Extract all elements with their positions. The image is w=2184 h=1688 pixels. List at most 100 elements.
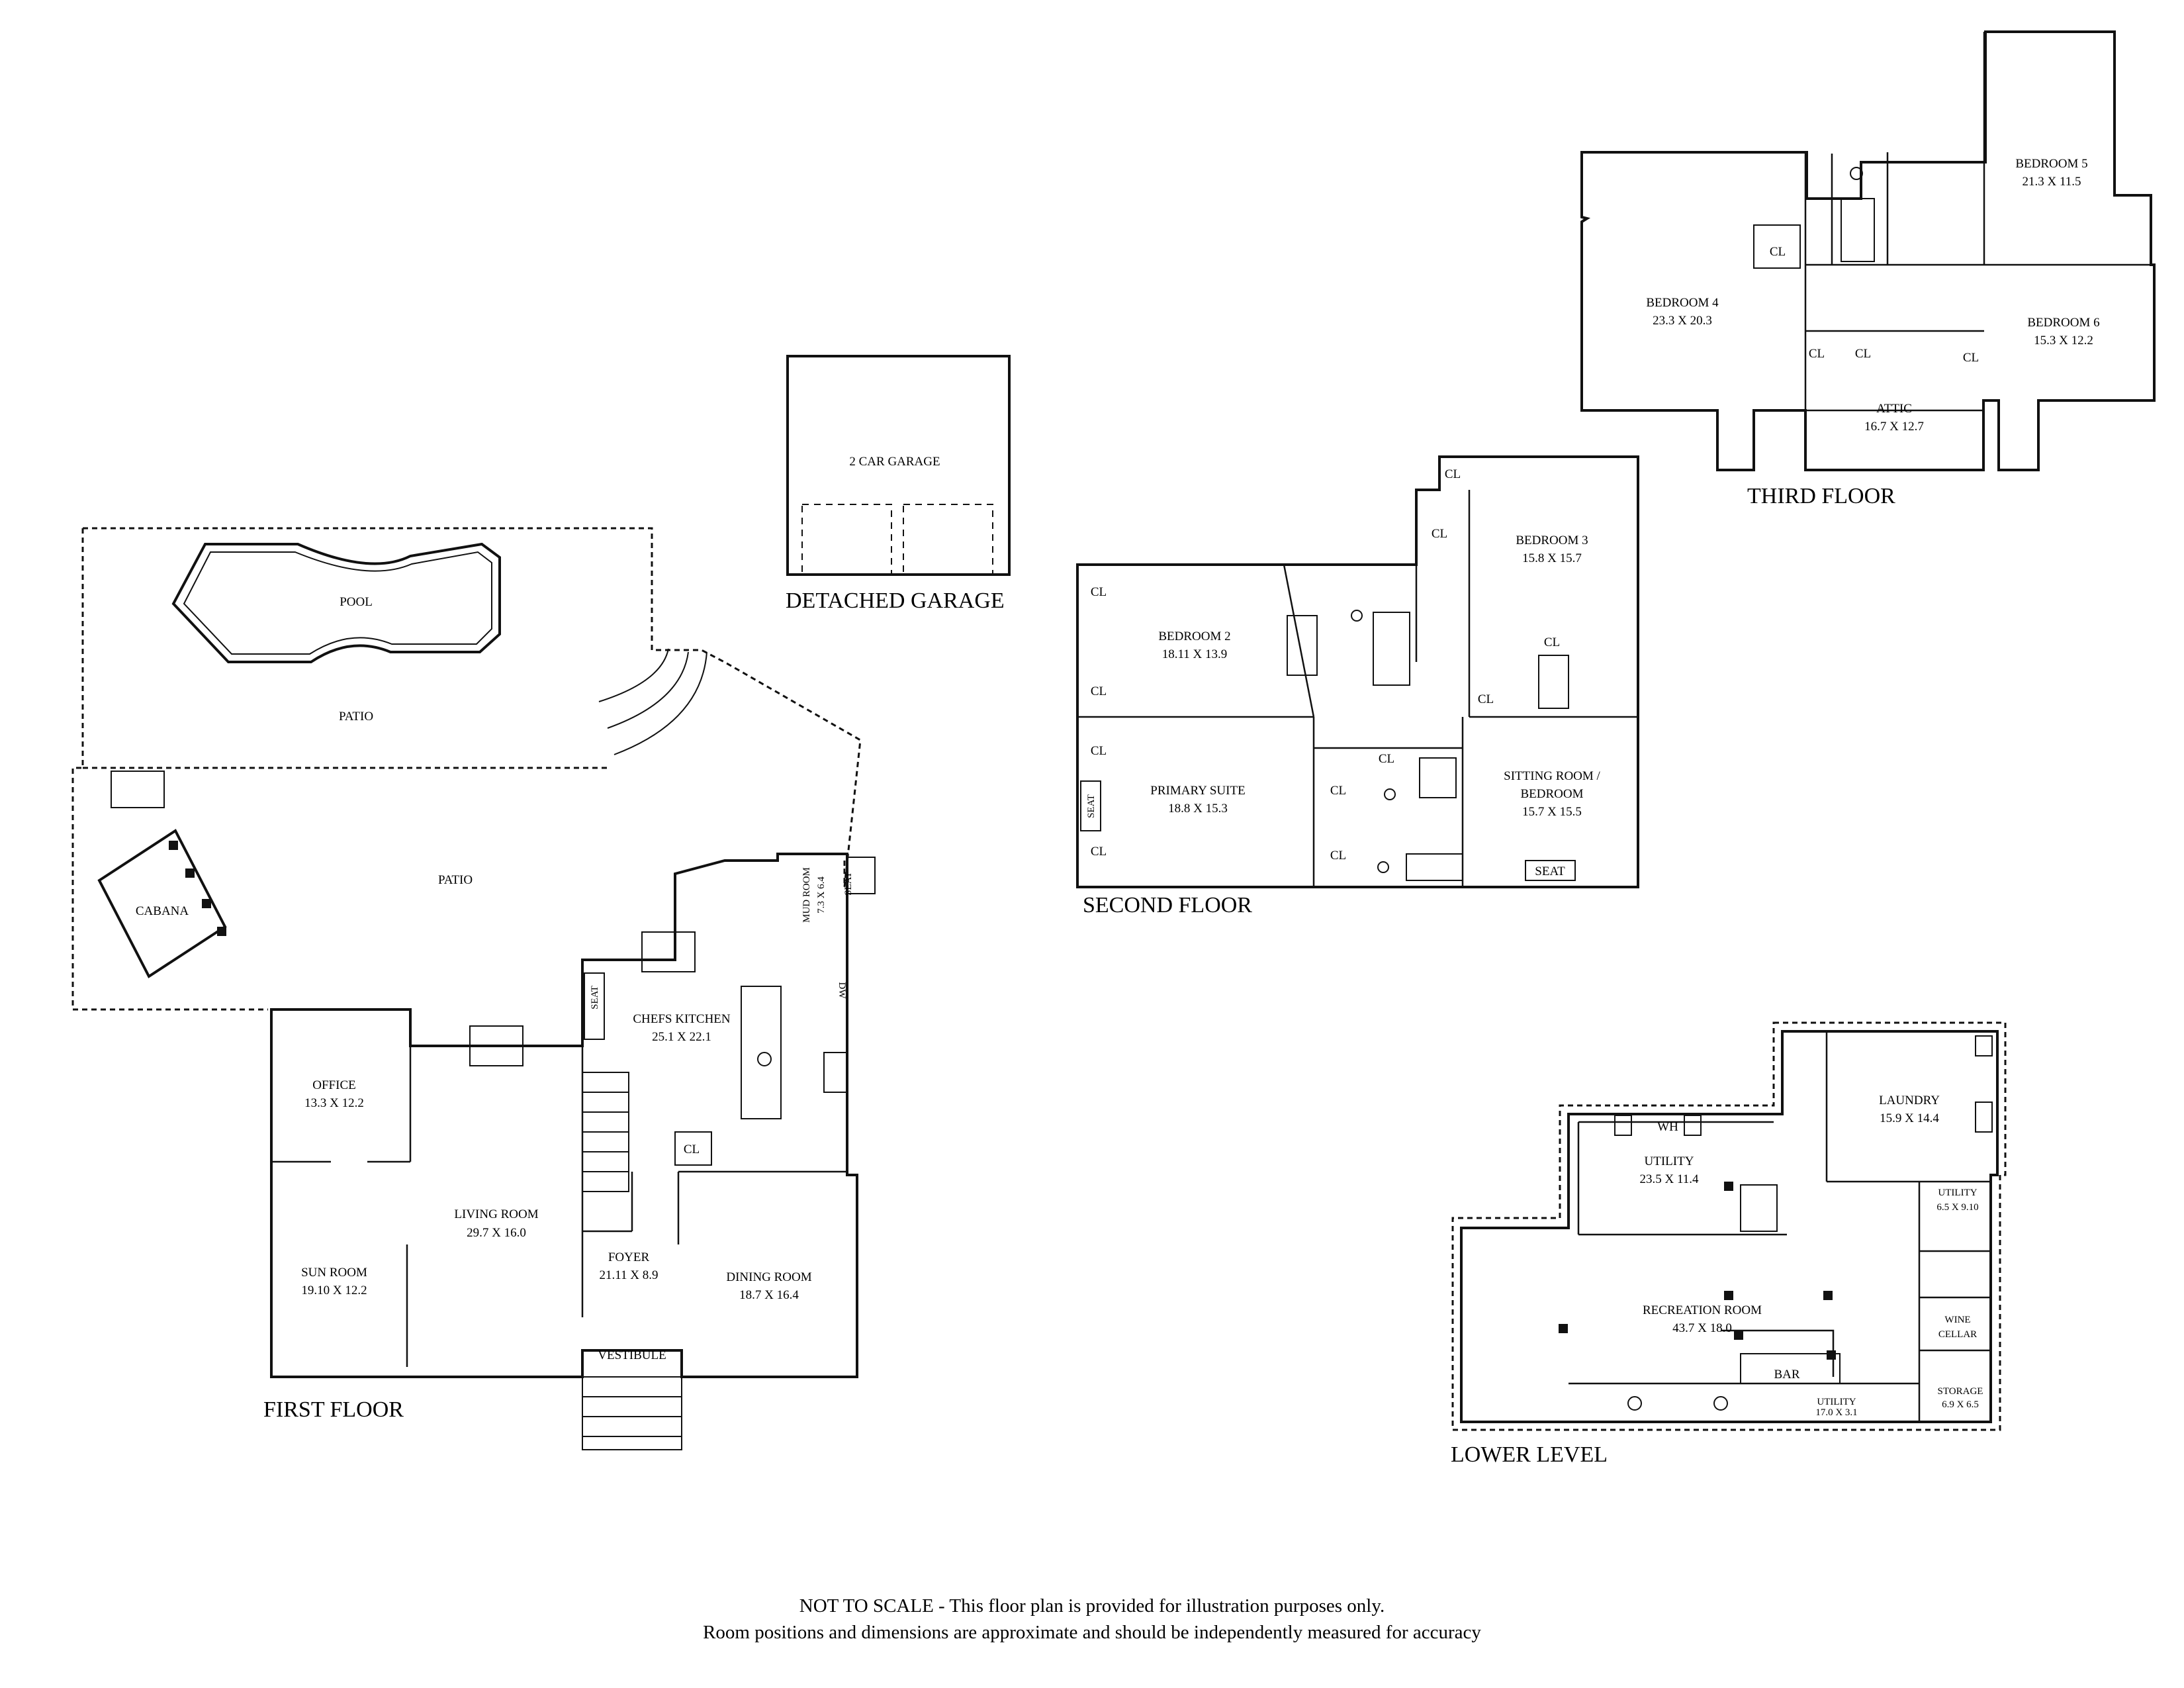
cabana-post	[169, 841, 178, 850]
utility-dim: 23.5 X 11.4	[1639, 1172, 1699, 1186]
cabana-post	[202, 899, 211, 908]
patio-upper-label: PATIO	[339, 710, 373, 724]
bedroom3-label: BEDROOM 3	[1516, 534, 1588, 547]
water-heater	[1614, 1115, 1632, 1136]
lower-level-outer-dash	[1451, 1021, 2007, 1431]
second-cl: CL	[1379, 752, 1394, 766]
range	[823, 1052, 848, 1093]
second-seat-label: SEAT	[1535, 865, 1565, 878]
bedroom5-dim: 21.3 X 11.5	[2022, 175, 2081, 189]
second-floor-title: SECOND FLOOR	[1083, 893, 1252, 917]
lower-post	[1734, 1331, 1743, 1340]
second-floor-stairs	[1373, 612, 1410, 686]
mud-room-dim: 7.3 X 6.4	[816, 876, 827, 914]
first-floor-plan: POOL PATIO PATIO CABANA OFFICE 13.3 X 12…	[71, 527, 876, 1450]
cabana-post	[185, 868, 195, 878]
front-step-treads	[582, 1396, 682, 1437]
second-shower	[1419, 757, 1457, 798]
lower-level-outer-wall	[1460, 1030, 1999, 1423]
foyer-dim: 21.11 X 8.9	[599, 1268, 658, 1282]
second-seat-west: SEAT	[1086, 794, 1097, 818]
second-cl: CL	[1432, 527, 1447, 541]
lower-sink	[1627, 1396, 1642, 1411]
dining-room-label: DINING ROOM	[726, 1270, 811, 1284]
second-cl: CL	[1091, 585, 1107, 599]
second-cl: CL	[1330, 784, 1346, 798]
toilet	[1351, 610, 1363, 622]
toilet	[1377, 861, 1389, 873]
utility3-dim: 17.0 X 3.1	[1815, 1407, 1857, 1418]
storage-label: STORAGE	[1938, 1386, 1983, 1397]
chefs-kitchen-dim: 25.1 X 22.1	[652, 1030, 711, 1044]
pool-inner	[183, 551, 492, 655]
laundry-sink	[1975, 1102, 1993, 1133]
bar-counter	[1740, 1353, 1841, 1384]
bar-label: BAR	[1774, 1368, 1799, 1382]
sink	[1384, 788, 1396, 800]
lower-post	[1724, 1182, 1733, 1191]
bedroom5-label: BEDROOM 5	[2015, 157, 2087, 171]
lower-level-title: LOWER LEVEL	[1451, 1442, 1608, 1467]
third-stairs	[1841, 198, 1875, 262]
sun-room-label: SUN ROOM	[301, 1266, 367, 1280]
first-floor-outer-wall	[270, 853, 858, 1378]
utility2-label: UTILITY	[1938, 1188, 1977, 1198]
kitchen-seat-label: SEAT	[590, 986, 600, 1009]
wine-cellar-line2: CELLAR	[1938, 1329, 1977, 1340]
bedroom4-dim: 23.3 X 20.3	[1653, 314, 1712, 328]
garage-outline	[786, 355, 1011, 576]
mud-seat-label: SEAT	[843, 872, 854, 896]
chefs-kitchen-label: CHEFS KITCHEN	[633, 1012, 731, 1026]
wine-cellar-line1: WINE	[1944, 1315, 1970, 1325]
second-cl: CL	[1445, 467, 1461, 481]
cabana-label: CABANA	[136, 904, 189, 918]
second-floor-interior-walls	[1077, 490, 1638, 887]
third-floor-interior-walls	[1804, 32, 2151, 412]
third-cl-box	[1753, 224, 1801, 269]
second-seat-box	[1525, 860, 1576, 881]
lower-post	[1559, 1324, 1568, 1333]
vestibule-label: VESTIBULE	[598, 1348, 666, 1362]
second-tub-2	[1538, 655, 1569, 709]
garage-door-left	[801, 504, 892, 575]
first-floor-interior-walls	[271, 1009, 847, 1367]
utility3-label: UTILITY	[1817, 1397, 1856, 1407]
living-fireplace	[469, 1025, 523, 1066]
second-seat-west-box	[1080, 780, 1101, 831]
bedroom6-label: BEDROOM 6	[2027, 316, 2099, 330]
sitting-room-dim: 15.7 X 15.5	[1522, 805, 1582, 819]
lower-level-plan: WH UTILITY 23.5 X 11.4 LAUNDRY 15.9 X 14…	[1451, 1021, 2007, 1467]
foyer-label: FOYER	[608, 1250, 650, 1264]
utility2-dim: 6.5 X 9.10	[1936, 1202, 1978, 1213]
dining-room-dim: 18.7 X 16.4	[739, 1288, 799, 1302]
bedroom4-label: BEDROOM 4	[1646, 296, 1719, 310]
patio-steps	[598, 648, 707, 755]
primary-suite-label: PRIMARY SUITE	[1150, 784, 1245, 798]
second-cl: CL	[1478, 692, 1494, 706]
water-heater	[1684, 1115, 1702, 1136]
dishwasher-label: DW	[837, 982, 847, 1000]
living-room-dim: 29.7 X 16.0	[467, 1226, 526, 1240]
cabana-post	[217, 927, 226, 936]
garage-plan: 2 CAR GARAGE DETACHED GARAGE	[786, 355, 1011, 613]
storage-dim: 6.9 X 6.5	[1942, 1399, 1979, 1410]
living-room-label: LIVING ROOM	[454, 1207, 538, 1221]
first-floor-cl-label: CL	[684, 1143, 700, 1156]
recreation-room-dim: 43.7 X 18.0	[1672, 1321, 1732, 1335]
lower-post	[1823, 1291, 1833, 1300]
disclaimer-line2: Room positions and dimensions are approx…	[703, 1622, 1481, 1643]
third-floor-plan: CL CL CL CL BEDROOM 4 23.3 X 20.3 BEDROO…	[1580, 30, 2156, 508]
laundry-dim: 15.9 X 14.4	[1880, 1111, 1939, 1125]
first-cl-box	[674, 1131, 712, 1166]
first-floor-title: FIRST FLOOR	[263, 1397, 404, 1422]
second-cl: CL	[1091, 845, 1107, 859]
mud-seat-box	[846, 857, 876, 894]
sun-room-dim: 19.10 X 12.2	[301, 1284, 367, 1297]
lower-toilet	[1713, 1396, 1728, 1411]
kitchen-island	[741, 986, 782, 1119]
second-floor-outer-wall	[1076, 455, 1639, 888]
bedroom3-dim: 15.8 X 15.7	[1522, 551, 1582, 565]
second-floor-plan: CL CL CL CL CL CL CL CL CL CL CL SEAT BE…	[1076, 455, 1639, 917]
primary-suite-dim: 18.8 X 15.3	[1168, 802, 1228, 816]
